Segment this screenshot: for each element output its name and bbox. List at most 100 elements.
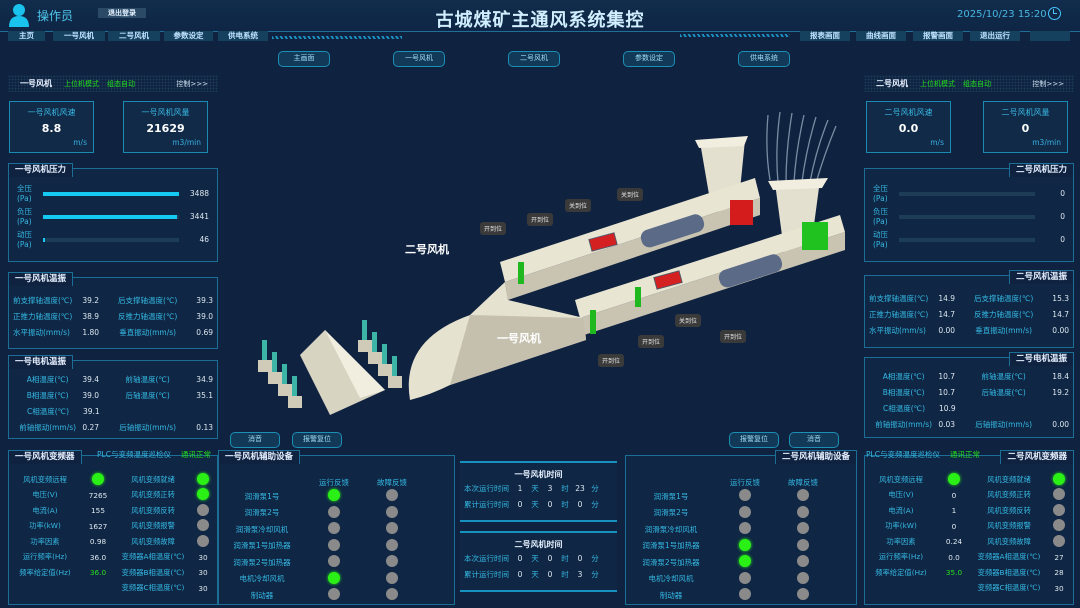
nav-tab-1[interactable]: 一号风机 bbox=[53, 31, 105, 41]
aux-label: 电机冷却风机 bbox=[648, 574, 694, 584]
nav-tab-right-1[interactable]: 曲线画面 bbox=[856, 31, 906, 41]
motor-label: 前轴温度(℃) bbox=[125, 374, 170, 384]
temp-value: 15.3 bbox=[1052, 293, 1069, 303]
pressure-unit: (Pa) bbox=[17, 216, 32, 226]
aux-label: 润滑泵2号 bbox=[244, 508, 280, 518]
nav-tab-right-0[interactable]: 报表画面 bbox=[800, 31, 850, 41]
inverter-value bbox=[191, 503, 215, 518]
pressure-bar-fill bbox=[43, 237, 45, 242]
logout-button[interactable]: 退出登录 bbox=[98, 8, 146, 18]
subnav-button-0[interactable]: 主画面 bbox=[278, 51, 330, 67]
aux-label: 润滑泵1号 bbox=[653, 491, 689, 501]
aux-label: 润滑泵冷却风机 bbox=[644, 524, 698, 534]
inverter-value bbox=[1047, 503, 1071, 518]
fan2-cabinet-red bbox=[730, 200, 753, 225]
subnav-button-3[interactable]: 参数设定 bbox=[623, 51, 675, 67]
temp-value: 38.9 bbox=[82, 311, 100, 321]
motor-value: 10.7 bbox=[938, 371, 956, 381]
temp-value: 0.69 bbox=[196, 327, 213, 337]
inverter-value: 30 bbox=[198, 552, 208, 562]
inverter-value: 155 bbox=[91, 506, 105, 516]
inverter-value bbox=[937, 472, 971, 487]
pressure-bar bbox=[899, 191, 1035, 196]
fan1-cabinet-green bbox=[802, 222, 828, 250]
flow-unit: m3/min bbox=[172, 138, 201, 147]
inverter-value: 1 bbox=[951, 506, 957, 516]
motor-label: A相温度(℃) bbox=[26, 374, 69, 384]
inverter-label: 风机变频正转 bbox=[987, 490, 1031, 500]
fan2-plc-label: PLC与变频温度巡检仪 bbox=[866, 450, 940, 459]
temp-value: 14.7 bbox=[938, 309, 956, 319]
motor-value: 0.00 bbox=[1052, 419, 1069, 429]
inverter-value: 7265 bbox=[88, 490, 108, 500]
aux-fault bbox=[774, 571, 832, 586]
aux-label: 制动器 bbox=[659, 590, 683, 600]
status-lamp-off bbox=[328, 522, 340, 535]
status-lamp-on bbox=[197, 488, 209, 501]
nav-tab-right-2[interactable]: 报警画面 bbox=[913, 31, 963, 41]
fan1-mute-button[interactable]: 消音 bbox=[230, 432, 280, 448]
aux-run bbox=[716, 505, 774, 520]
pressure-value: 46 bbox=[199, 235, 209, 244]
nav-blank-tab[interactable] bbox=[1030, 31, 1070, 41]
nav-tab-4[interactable]: 供电系统 bbox=[218, 31, 268, 41]
status-lamp-off bbox=[197, 519, 209, 532]
subnav-button-2[interactable]: 二号风机 bbox=[508, 51, 560, 67]
status-lamp-off bbox=[1053, 503, 1065, 516]
fan1-aux-panel: 一号风机辅助设备运行反馈故障反馈润滑泵1号润滑泵2号润滑泵冷却风机润滑泵1号加热… bbox=[218, 450, 455, 605]
nav-tab-right-3[interactable]: 退出运行 bbox=[970, 31, 1020, 41]
aux-label: 润滑泵2号 bbox=[653, 508, 689, 518]
inverter-label: 电压(V) bbox=[32, 490, 58, 500]
fan2-mute-button[interactable]: 消音 bbox=[789, 432, 839, 448]
status-lamp-off bbox=[1053, 488, 1065, 501]
temp-label: 正推力轴温度(℃) bbox=[13, 311, 73, 321]
speed-unit: m/s bbox=[930, 138, 944, 147]
nav-tab-0[interactable]: 主页 bbox=[8, 31, 45, 41]
fan1-motor bbox=[718, 254, 783, 288]
day-unit: 天 bbox=[531, 553, 539, 563]
inverter-label: 风机变频就绪 bbox=[987, 474, 1031, 484]
nav-tab-2[interactable]: 二号风机 bbox=[108, 31, 160, 41]
aux-run bbox=[716, 522, 774, 536]
fan1-control-link[interactable]: 控制>>> bbox=[176, 79, 208, 88]
status-lamp-off bbox=[386, 588, 398, 601]
flow-label: 一号风机风量 bbox=[141, 108, 190, 117]
aux-label: 电机冷却风机 bbox=[239, 574, 285, 584]
valve-status-label: 关到位 bbox=[675, 314, 702, 327]
temp-label: 正推力轴温度(℃) bbox=[869, 309, 929, 319]
fan2-control-link[interactable]: 控制>>> bbox=[1032, 79, 1064, 88]
inverter-value: 28 bbox=[1054, 568, 1064, 578]
inverter-value bbox=[191, 519, 215, 533]
aux-label: 润滑泵2号加热器 bbox=[233, 557, 291, 567]
subnav-button-1[interactable]: 一号风机 bbox=[393, 51, 445, 67]
motor-value: 39.1 bbox=[83, 406, 100, 416]
day-unit: 天 bbox=[531, 483, 539, 493]
time-title: 一号风机时间 bbox=[514, 470, 563, 479]
nav-tab-3[interactable]: 参数设定 bbox=[164, 31, 213, 41]
temp-value: 14.9 bbox=[938, 293, 956, 303]
fan1-alarm-reset-button[interactable]: 报警复位 bbox=[292, 432, 342, 448]
minute-unit: 分 bbox=[591, 499, 599, 509]
pressure-row: 负压(Pa)0 bbox=[865, 205, 1073, 228]
motor-value: 18.4 bbox=[1052, 371, 1069, 381]
inverter-value bbox=[1047, 472, 1071, 487]
time-title: 二号风机时间 bbox=[514, 540, 563, 549]
inverter-label: 风机变频正转 bbox=[131, 490, 175, 500]
aux-fault bbox=[363, 505, 421, 520]
status-lamp-off bbox=[797, 538, 809, 551]
subnav-button-4[interactable]: 供电系统 bbox=[738, 51, 790, 67]
fan2-alarm-reset-button[interactable]: 报警复位 bbox=[729, 432, 779, 448]
inverter-value bbox=[191, 488, 215, 502]
status-lamp-off bbox=[797, 588, 809, 601]
